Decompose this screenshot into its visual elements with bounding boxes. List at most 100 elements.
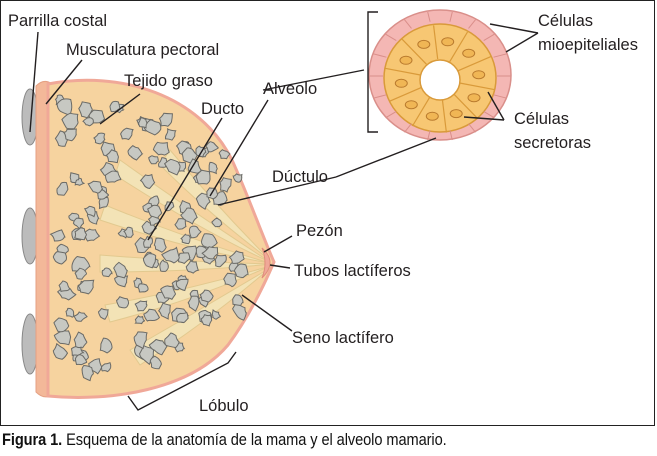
lobule-blob bbox=[65, 307, 75, 318]
lobule-blob bbox=[164, 332, 180, 349]
secretory-cell-wall bbox=[459, 82, 496, 91]
cell-nucleus bbox=[404, 100, 418, 110]
lobule-blob bbox=[157, 302, 171, 320]
cell-nucleus bbox=[425, 111, 439, 121]
lobule-blob bbox=[101, 267, 113, 278]
lobule-blob bbox=[185, 260, 200, 274]
label-parrilla-costal: Parrilla costal bbox=[8, 12, 107, 30]
myoepithelial-cell-wall bbox=[483, 33, 495, 42]
myoepithelial-cell-wall bbox=[404, 19, 412, 29]
caption-prefix: Figura 1. bbox=[2, 430, 63, 449]
lobule-blob bbox=[148, 155, 160, 165]
label-pezon: Pezón bbox=[296, 222, 343, 240]
alveolus-detail bbox=[368, 9, 512, 141]
lobule-blob bbox=[74, 354, 88, 366]
lobule-blob bbox=[81, 364, 94, 382]
lobule-blob bbox=[97, 307, 109, 320]
lobule-blob bbox=[104, 170, 122, 183]
lobule-blob bbox=[134, 300, 148, 312]
lobule-blob bbox=[181, 245, 197, 261]
secretory-cell-wall bbox=[411, 96, 431, 127]
label-ductulo: Dúctulo bbox=[272, 168, 328, 186]
label-musculatura-pectoral: Musculatura pectoral bbox=[66, 41, 219, 59]
lobule-blob bbox=[133, 331, 148, 350]
lobule-blob bbox=[147, 204, 163, 219]
label-celulas-secretoras-line2: secretoras bbox=[514, 134, 591, 152]
nipple bbox=[261, 247, 271, 279]
lobule-blob bbox=[62, 128, 77, 142]
lobule-blob bbox=[127, 144, 144, 161]
lobule-blob bbox=[52, 251, 67, 265]
lobule-clusters bbox=[49, 94, 250, 382]
lobule-blob bbox=[142, 253, 157, 269]
lobule-blob bbox=[199, 289, 214, 303]
lobule-blob bbox=[161, 246, 180, 264]
lobule-blob bbox=[100, 362, 112, 373]
lobule-blob bbox=[143, 235, 153, 248]
cell-nucleus bbox=[441, 37, 455, 47]
cell-nucleus bbox=[394, 78, 408, 88]
lobule-blob bbox=[97, 188, 110, 200]
myoepithelial-cell-walls bbox=[369, 11, 511, 141]
myoepithelial-cell-wall bbox=[449, 11, 453, 22]
secretory-cell-wall bbox=[384, 67, 421, 76]
lobule-blob bbox=[116, 296, 130, 309]
lobule-blob bbox=[223, 272, 237, 288]
secretory-cell-wall bbox=[401, 38, 427, 65]
myoepithelial-cell-wall bbox=[373, 94, 387, 99]
label-alveolo: Alveolo bbox=[263, 80, 317, 98]
lobule-blob bbox=[137, 283, 149, 293]
lobule-blob bbox=[214, 254, 227, 268]
lobule-blob bbox=[153, 237, 167, 253]
lobule-blob bbox=[180, 233, 191, 245]
lobule-blob bbox=[105, 149, 119, 164]
cell-nucleus bbox=[467, 93, 481, 103]
labels: Parrilla costal Musculatura pectoral Tej… bbox=[8, 12, 638, 415]
label-tubos-lactiferos: Tubos lactíferos bbox=[294, 262, 411, 280]
myoepithelial-cell-wall bbox=[385, 33, 397, 42]
cell-nuclei bbox=[394, 37, 486, 121]
alveolus-lumen bbox=[419, 59, 461, 101]
label-celulas-secretoras-line1: Células bbox=[514, 110, 569, 128]
lobule-blob bbox=[208, 161, 218, 175]
myoepithelial-cell-wall bbox=[493, 53, 507, 58]
lobule-blob bbox=[232, 173, 243, 183]
secretory-cell-wall bbox=[453, 93, 479, 120]
cell-nucleus bbox=[417, 39, 431, 49]
lobule-blob bbox=[123, 226, 134, 238]
lobule-blob bbox=[158, 112, 173, 127]
breast-anatomy-diagram: Parrilla costal Musculatura pectoral Tej… bbox=[8, 9, 638, 415]
secretory-cell-wall bbox=[388, 86, 423, 102]
caption-text: Esquema de la anatomía de la mama y el a… bbox=[62, 430, 447, 449]
lobule-blob bbox=[219, 177, 232, 193]
lobule-blob bbox=[58, 280, 71, 293]
lobule-blob bbox=[73, 331, 88, 349]
lobule-blob bbox=[82, 117, 94, 127]
lobule-blob bbox=[93, 132, 106, 145]
lobule-blob bbox=[164, 127, 177, 141]
cell-nucleus bbox=[472, 70, 486, 80]
lobule-blob bbox=[218, 149, 231, 160]
label-celulas-mioepiteliales-line2: mioepiteliales bbox=[538, 36, 638, 54]
myoepithelial-cell-wall bbox=[427, 130, 431, 141]
lobule-blob bbox=[232, 301, 247, 321]
secretory-cell-walls bbox=[384, 25, 496, 133]
lobule-blob bbox=[139, 173, 156, 190]
secretory-cell-wall bbox=[441, 98, 447, 133]
lobule-blob bbox=[148, 338, 168, 356]
label-lobulo: Lóbulo bbox=[199, 397, 249, 415]
myoepithelial-cell-wall bbox=[468, 123, 476, 133]
leader-lines bbox=[29, 23, 539, 332]
lobule-blob bbox=[74, 227, 88, 241]
label-ducto: Ducto bbox=[201, 100, 244, 118]
lobule-blob bbox=[83, 205, 96, 218]
lobule-blob bbox=[211, 309, 221, 320]
lobule-blob bbox=[98, 196, 109, 210]
lobule-blob bbox=[195, 169, 211, 185]
lobule-blob bbox=[138, 117, 148, 129]
myoepithelial-cell-wall bbox=[404, 123, 412, 133]
lobule-blob bbox=[187, 295, 200, 312]
cell-nucleus bbox=[449, 109, 463, 119]
cell-nucleus bbox=[462, 48, 476, 58]
myoepithelial-cell-wall bbox=[385, 110, 397, 119]
